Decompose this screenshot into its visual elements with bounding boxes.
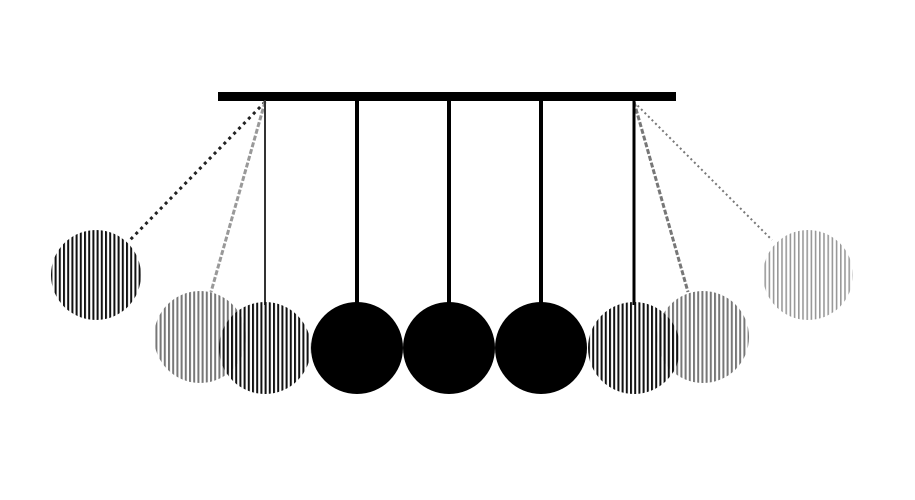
ghost-ball-right-far: [763, 230, 853, 320]
ghost-ball-right-near: [657, 291, 749, 383]
ghost-ball-left-far: [51, 230, 141, 320]
ghost-string-right-near: [632, 101, 690, 293]
ball-5-striped: [588, 302, 680, 394]
frame-bar: [218, 92, 676, 101]
ball-1-striped: [219, 302, 311, 394]
ball-4: [495, 302, 587, 394]
ball-3: [403, 302, 495, 394]
ball-2: [311, 302, 403, 394]
ghost-string-left-near: [209, 101, 267, 293]
